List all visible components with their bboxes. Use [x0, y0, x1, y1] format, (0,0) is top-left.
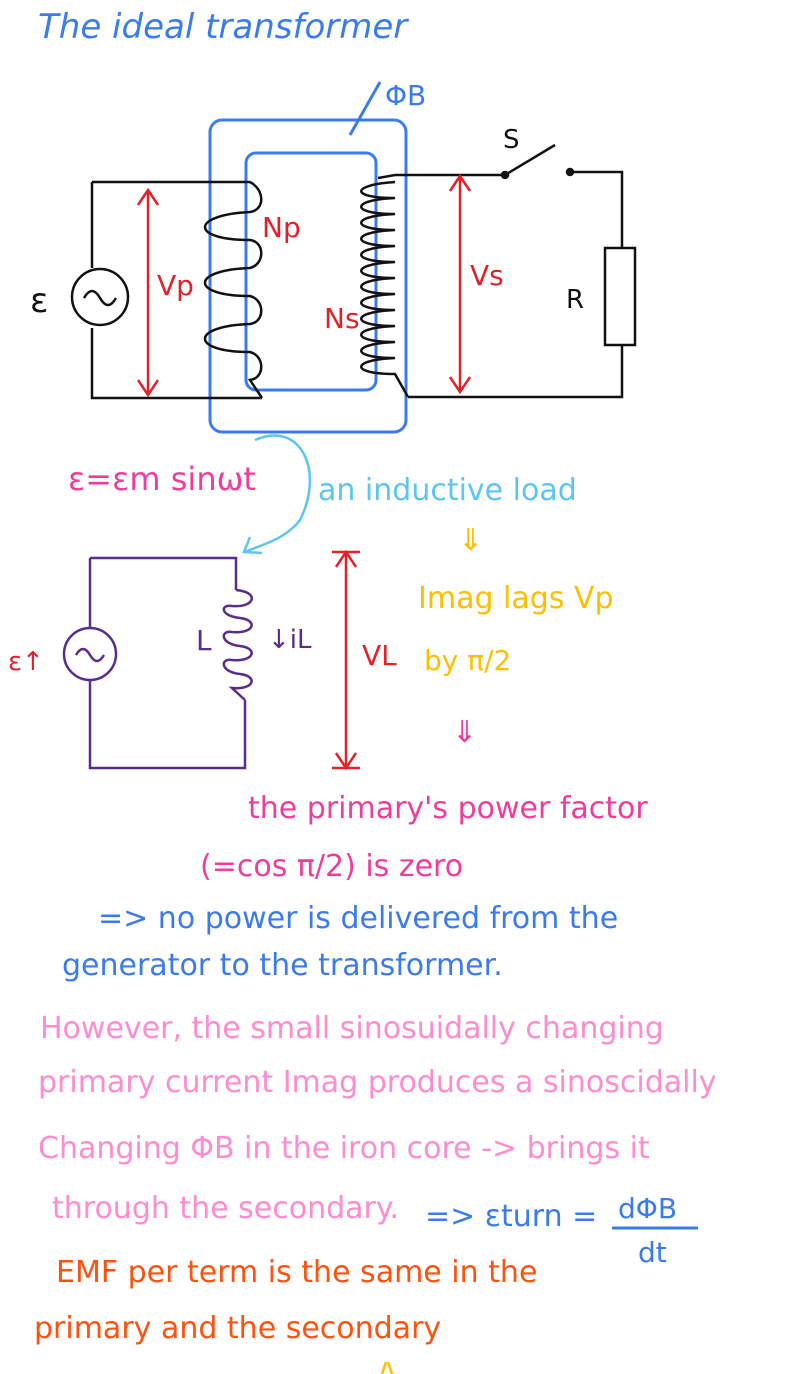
inductor-circuit: [62, 556, 253, 770]
emf-per-turn-line-1: EMF per term is the same in the: [56, 1255, 537, 1290]
emf-label: ε: [30, 281, 48, 321]
secondary-circuit: [360, 143, 637, 399]
power-factor-line-2: (=cos π/2) is zero: [200, 849, 463, 884]
il-label: ↓iL: [268, 625, 312, 655]
no-power-line-2: generator to the transformer.: [62, 948, 503, 983]
iron-core: [208, 81, 408, 434]
however-line-1: However, the small sinosuidally changing: [40, 1011, 664, 1046]
resistor-label: R: [566, 285, 584, 315]
implies-arrow-1: ⇓: [458, 523, 483, 558]
vs-label: Vs: [470, 259, 504, 292]
emf-per-turn-line-2: primary and the secondary: [34, 1311, 441, 1346]
vp-label: Vp: [157, 269, 194, 302]
eturn-numerator: dΦB: [618, 1192, 677, 1225]
power-factor-line-1: the primary's power factor: [248, 791, 648, 826]
partial-arrow-icon: [380, 1361, 394, 1374]
vp-arrow: [136, 187, 160, 398]
eturn-denominator: dt: [638, 1236, 667, 1269]
page-title: The ideal transformer: [38, 7, 409, 47]
ns-label: Ns: [324, 302, 360, 335]
however-line-4: through the secondary.: [52, 1191, 399, 1226]
no-power-line-1: => no power is delivered from the: [98, 901, 618, 936]
emf-equation: ε=εm sinωt: [68, 460, 256, 498]
imag-lags-text: Imag lags Vp: [418, 581, 614, 616]
primary-circuit: [70, 180, 264, 400]
by-pi-over-2: by π/2: [424, 644, 511, 677]
flux-label: ΦB: [385, 79, 426, 112]
however-line-2: primary current Imag produces a sinoscid…: [38, 1065, 717, 1100]
np-label: Np: [262, 211, 301, 244]
eturn-equation: => εturn =: [425, 1199, 597, 1234]
vl-arrow: [332, 549, 360, 771]
vl-label: VL: [362, 639, 397, 672]
implies-arrow-2: ⇓: [452, 715, 477, 750]
inductive-load-arrow: [242, 434, 311, 555]
inductive-load-label: an inductive load: [318, 473, 577, 508]
vs-arrow: [448, 173, 472, 395]
switch-label: S: [503, 125, 520, 155]
inductor-label: L: [196, 624, 212, 657]
however-line-3: Changing ΦB in the iron core -> brings i…: [38, 1131, 650, 1166]
inductor-emf-label: ε↑: [8, 647, 44, 677]
